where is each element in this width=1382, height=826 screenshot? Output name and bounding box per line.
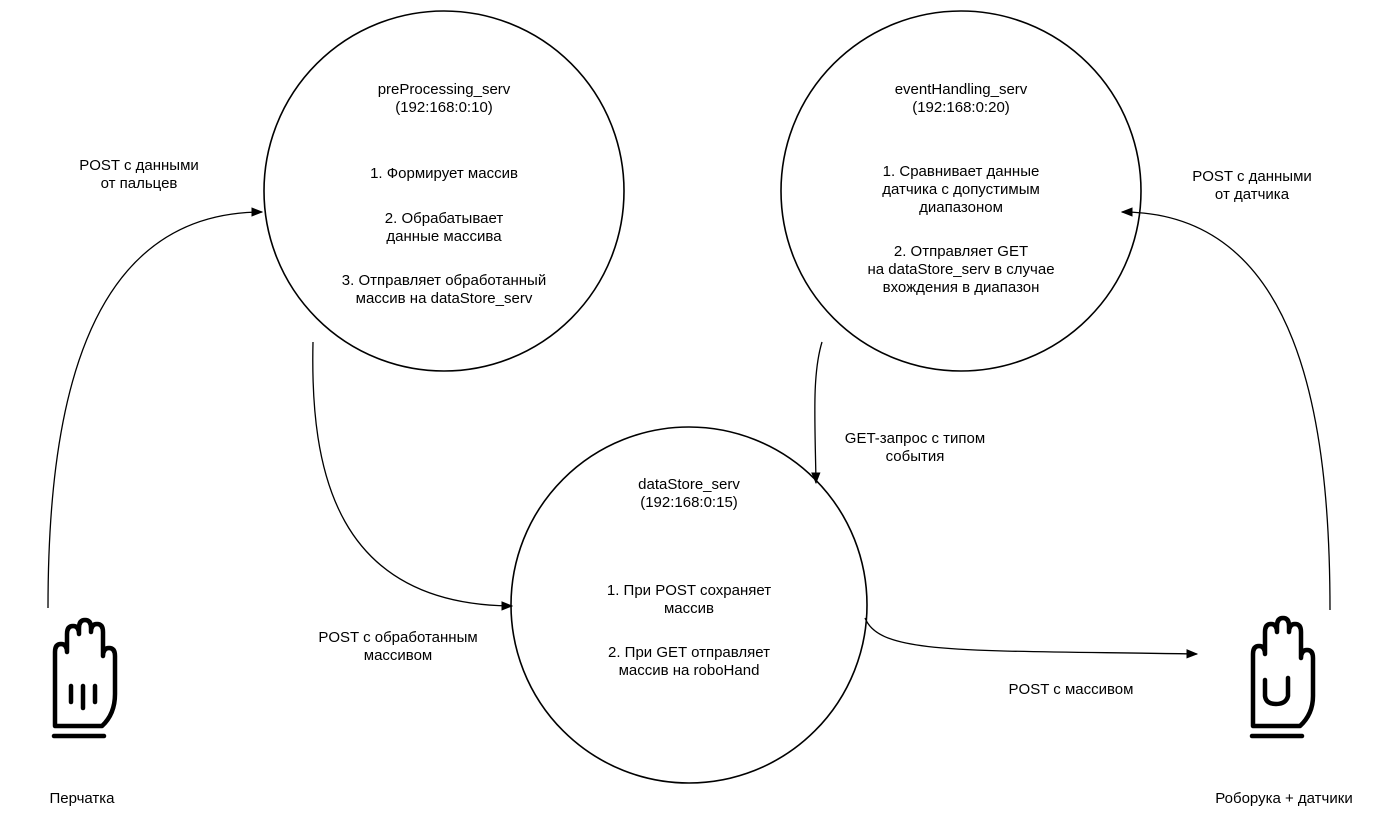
eventhandling-step-2: 2. Отправляет GET на dataStore_serv в сл… [867, 243, 1055, 296]
edge-label-preprocessing-to-datastore: POST с обработанным массивом [318, 629, 478, 664]
hand-icon [1249, 615, 1316, 739]
actor-label-robohand: Роборука + датчики [1215, 790, 1353, 807]
eventhandling-ip: (192:168:0:20) [912, 99, 1010, 116]
datastore-ip: (192:168:0:15) [640, 494, 738, 511]
edge-label-eventhandling-to-datastore: GET-запрос с типом события [844, 430, 986, 465]
datastore-name: dataStore_serv [638, 476, 740, 493]
hand-icon [51, 617, 118, 739]
eventhandling-title: eventHandling_serv (192:168:0:20) [895, 81, 1028, 117]
eventhandling-node[interactable] [780, 10, 1142, 372]
edge-preprocessing-to-datastore [312, 341, 514, 611]
preprocessing-step-2: 2. Обрабатывает данные массива [384, 210, 504, 245]
preprocessing-step-1: 1. Формирует массив [370, 165, 518, 182]
preprocessing-name: preProcessing_serv [377, 81, 511, 98]
actor-label-glove: Перчатка [49, 790, 115, 807]
datastore-step-1: 1. При POST сохраняет массив [606, 582, 772, 617]
edge-eventhandling-to-datastore [811, 341, 823, 485]
edge-label-glove-to-preprocessing: POST с данными от пальцев [79, 157, 199, 192]
edge-datastore-to-robohand [864, 617, 1199, 659]
edge-robohand-to-eventhandling [1120, 207, 1331, 611]
datastore-step-2: 2. При GET отправляет массив на roboHand [608, 644, 770, 679]
preprocessing-node[interactable] [263, 10, 625, 372]
datastore-title: dataStore_serv (192:168:0:15) [638, 476, 740, 512]
eventhandling-name: eventHandling_serv [894, 81, 1028, 98]
preprocessing-step-3: 3. Отправляет обработанный массив на dat… [341, 272, 547, 307]
preprocessing-title: preProcessing_serv (192:168:0:10) [378, 81, 511, 117]
edge-label-datastore-to-robohand: POST с массивом [1008, 681, 1134, 698]
eventhandling-step-1: 1. Сравнивает данные датчика с допустимы… [882, 163, 1040, 216]
preprocessing-ip: (192:168:0:10) [395, 99, 493, 116]
edge-glove-to-preprocessing [47, 207, 264, 609]
edge-label-robohand-to-eventhandling: POST с данными от датчика [1192, 168, 1312, 203]
